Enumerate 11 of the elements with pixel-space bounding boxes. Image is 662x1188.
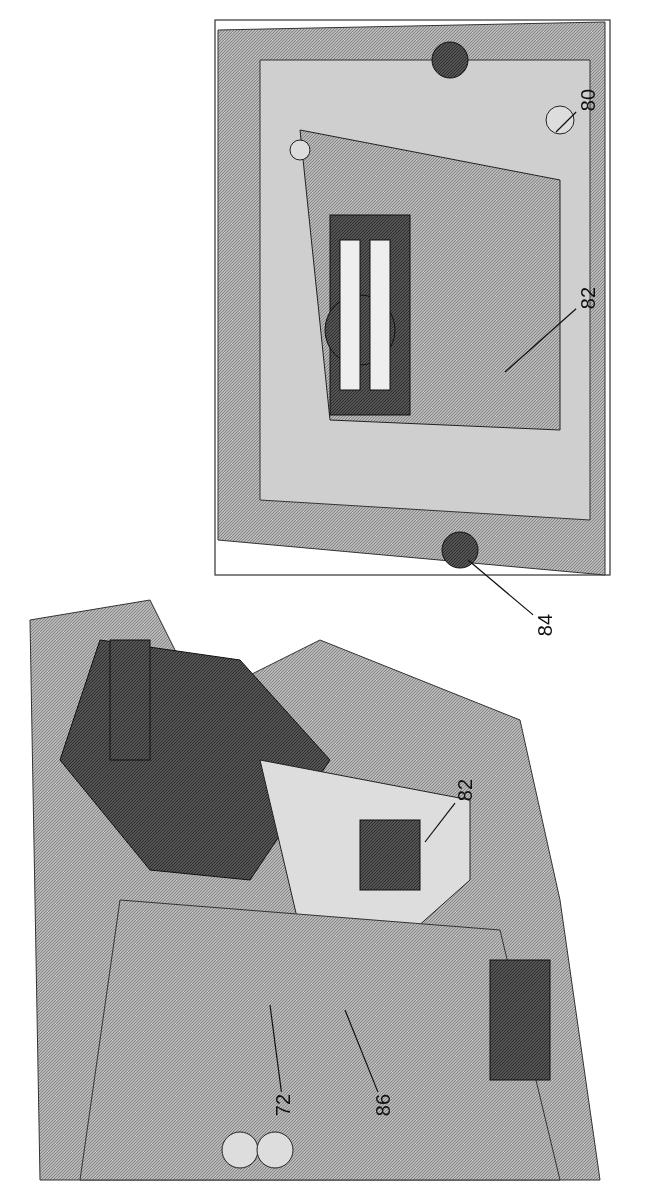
leader-line <box>504 308 577 373</box>
callout-number: 82 <box>578 286 599 310</box>
callout-number: 80 <box>578 88 599 112</box>
callout-number: 82 <box>455 778 476 802</box>
callout-number: 84 <box>535 613 556 637</box>
leader-line <box>344 1009 379 1093</box>
leader-line <box>269 1004 282 1093</box>
callout-number: 86 <box>373 1093 394 1117</box>
callout-number: 72 <box>273 1093 294 1117</box>
leader-line <box>555 111 577 133</box>
leader-line <box>467 559 534 616</box>
